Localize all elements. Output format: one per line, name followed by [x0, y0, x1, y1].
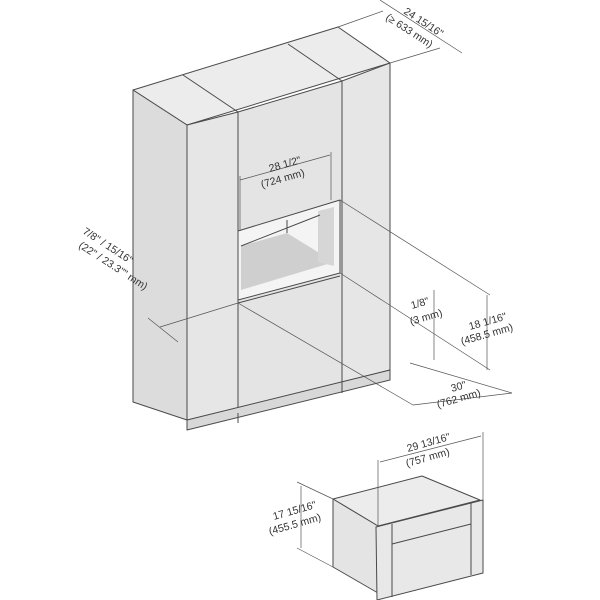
niche-side: [318, 207, 334, 266]
dimension-lines: [147, 0, 513, 406]
gap-imperial-label: 1/8": [410, 295, 431, 312]
cabinet-left-front: [186, 111, 239, 421]
appliance: [296, 432, 484, 600]
cabinet-width-imperial-label: 30": [450, 379, 468, 395]
niche-floor: [241, 233, 334, 290]
appliance-front: [375, 499, 484, 600]
cabinet-right-front: [341, 62, 391, 383]
cabinet: [132, 26, 391, 431]
cabinet-left-side: [132, 89, 188, 421]
